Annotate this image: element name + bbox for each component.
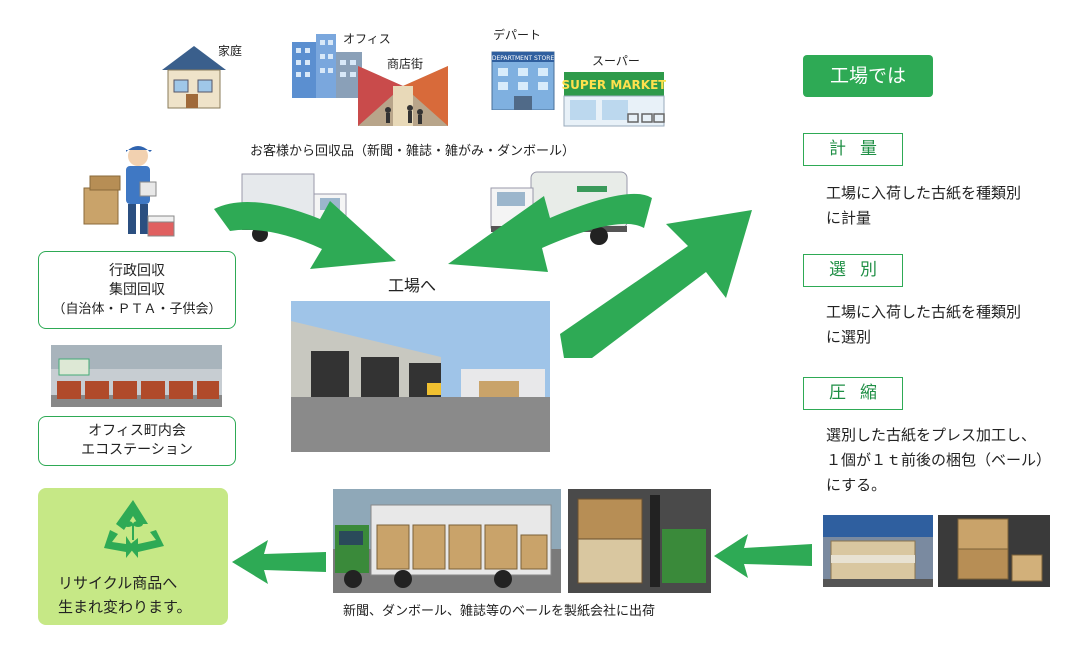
collection-box-line3: （自治体・ＰＴＡ・子供会） (52, 302, 222, 317)
step-compression-desc-line1: 選別した古紙をプレス加工し、 (826, 426, 1037, 444)
arrow-truck-to-factory-left (210, 195, 410, 275)
collection-box: 行政回収 集団回収 （自治体・ＰＴＡ・子供会） (38, 251, 236, 329)
eco-station-photo (51, 345, 222, 407)
shipping-truck-photo (333, 489, 561, 593)
collection-box-line2: 集団回収 (109, 282, 165, 298)
arrow-bales-to-shipping (714, 532, 814, 578)
department-store-illustration: DEPARTMENT STORE (488, 42, 558, 110)
collection-box-line1: 行政回収 (109, 263, 165, 279)
bale-photo-2 (938, 515, 1050, 587)
supermarket-label: スーパー (592, 54, 640, 68)
arrow-shipping-to-recycle (232, 540, 328, 584)
step-sorting-desc-line2: に選別 (826, 328, 872, 346)
collection-caption: お客様から回収品（新聞・雑誌・雑がみ・ダンボール） (250, 144, 576, 159)
to-factory-label: 工場へ (388, 276, 437, 295)
recycle-line1: リサイクル商品へ (58, 574, 178, 592)
worker-illustration (82, 142, 178, 242)
house-label: 家庭 (218, 44, 243, 58)
shopping-street-label: 商店街 (387, 57, 424, 71)
office-buildings-illustration (290, 32, 365, 98)
office-box-line2: エコステーション (81, 442, 193, 458)
supermarket-sign-text: SUPER MARKET (562, 78, 666, 92)
arrow-truck-to-factory-right (430, 184, 660, 274)
department-store-label: デパート (493, 28, 542, 42)
recycle-box: リサイクル商品へ 生まれ変わります。 (38, 488, 228, 625)
bale-photo-1 (823, 515, 933, 587)
step-compression-box: 圧縮 (803, 377, 903, 410)
office-box-line1: オフィス町内会 (88, 423, 186, 439)
supermarket-illustration: SUPER MARKET (562, 68, 666, 132)
department-store-sign-text: DEPARTMENT STORE (492, 55, 555, 62)
forklift-photo (568, 489, 711, 593)
recycle-line2: 生まれ変わります。 (58, 598, 192, 616)
arrow-factory-to-panel (556, 206, 756, 366)
office-eco-station-box: オフィス町内会 エコステーション (38, 416, 236, 466)
step-sorting-desc-line1: 工場に入荷した古紙を種類別 (826, 303, 1022, 321)
recycle-icon (98, 496, 168, 560)
step-sorting-box: 選別 (803, 254, 903, 287)
office-label: オフィス (343, 32, 391, 46)
step-weighing-desc-line1: 工場に入荷した古紙を種類別 (826, 184, 1022, 202)
step-weighing-desc-line2: に計量 (826, 209, 872, 227)
step-weighing-box: 計量 (803, 133, 903, 166)
shopping-street-illustration (358, 66, 448, 126)
shipping-caption: 新聞、ダンボール、雑誌等のベールを製紙会社に出荷 (343, 604, 656, 619)
step-compression-desc-line3: にする。 (826, 476, 887, 494)
factory-photo (291, 301, 550, 452)
house-illustration (158, 40, 230, 110)
step-compression-desc-line2: １個が１ｔ前後の梱包（ベール） (826, 451, 1052, 469)
factory-panel-title: 工場では (803, 55, 933, 97)
